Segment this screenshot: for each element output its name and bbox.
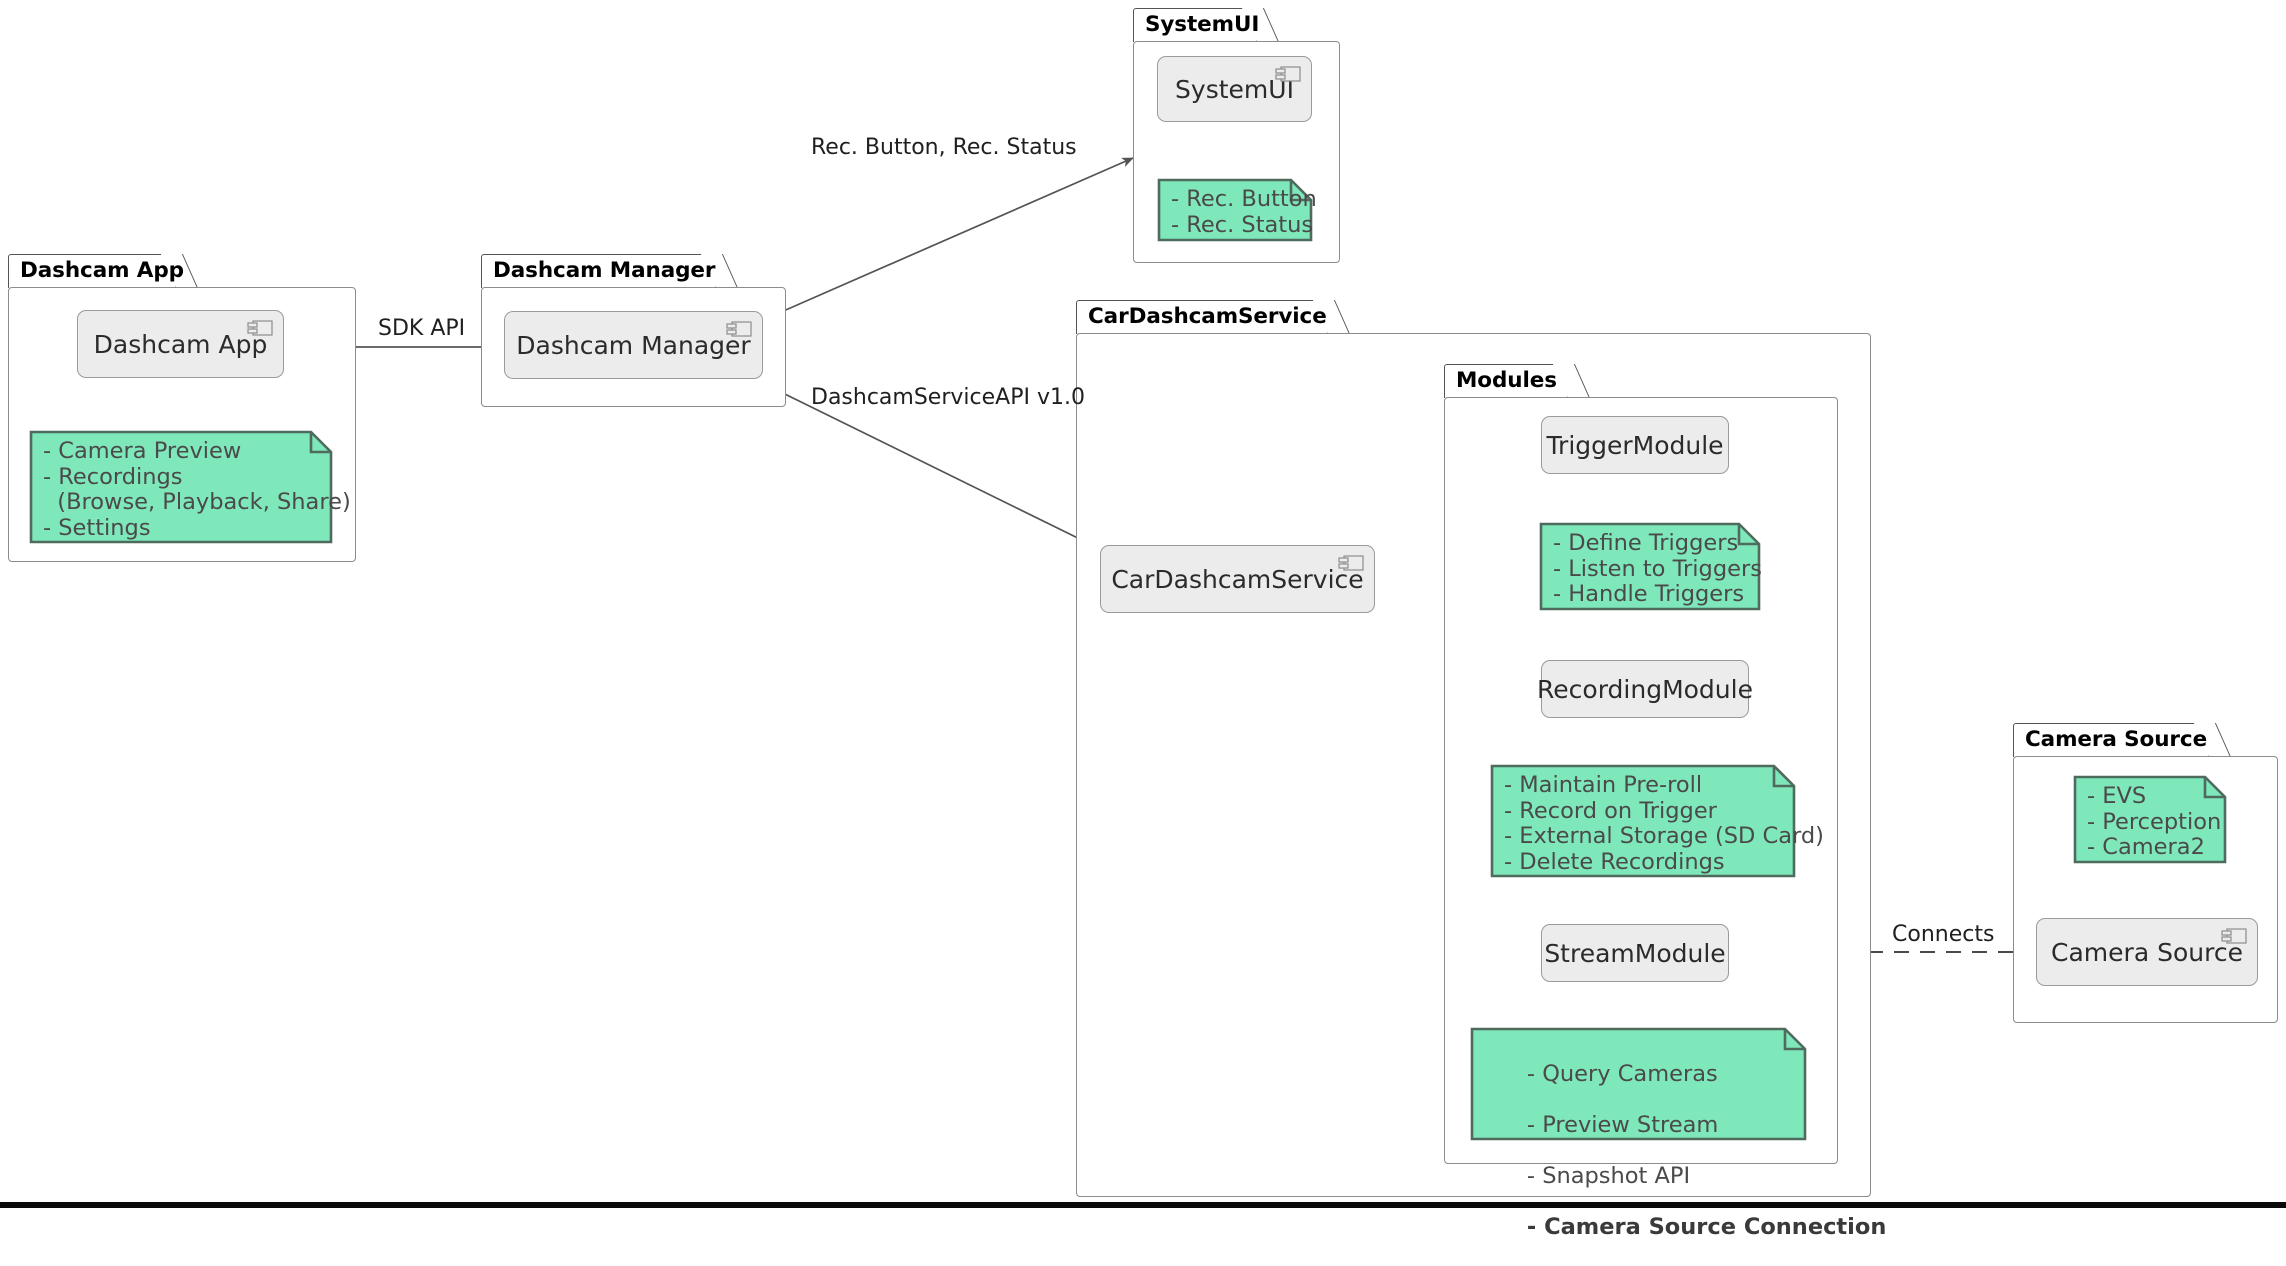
note-text: - Camera Preview - Recordings (Browse, P… bbox=[43, 438, 351, 541]
edge-label-connects: Connects bbox=[1892, 922, 1995, 947]
note-text: - Rec. Button - Rec. Status bbox=[1171, 186, 1317, 238]
component-icon bbox=[1338, 555, 1364, 571]
note-camera-source: - EVS - Perception - Camera2 bbox=[2073, 775, 2227, 864]
package-tab bbox=[1076, 300, 1328, 334]
note-shape bbox=[1157, 178, 1313, 242]
component-dashcam-app[interactable]: Dashcam App bbox=[77, 310, 284, 378]
note-trigger: - Define Triggers - Listen to Triggers -… bbox=[1539, 522, 1762, 611]
component-icon bbox=[726, 321, 752, 337]
note-shape bbox=[1539, 522, 1761, 611]
module-label: RecordingModule bbox=[1537, 674, 1753, 704]
note-text: - Maintain Pre-roll - Record on Trigger … bbox=[1504, 772, 1824, 875]
note-shape bbox=[29, 430, 333, 544]
component-dashcam-manager[interactable]: Dashcam Manager bbox=[504, 311, 763, 379]
component-icon bbox=[247, 320, 273, 336]
note-shape bbox=[1470, 1027, 1807, 1141]
edge-dashcamserviceapi bbox=[739, 371, 1093, 546]
package-tab bbox=[1444, 364, 1568, 398]
package-tab bbox=[481, 254, 716, 288]
package-title: Dashcam Manager bbox=[493, 258, 716, 283]
package-title: CarDashcamService bbox=[1088, 304, 1327, 329]
edge-rec-button-status bbox=[739, 157, 1134, 331]
note-shape bbox=[2073, 775, 2227, 864]
edge-label-dashcamserviceapi: DashcamServiceAPI v1.0 bbox=[811, 385, 1085, 410]
package-tab bbox=[8, 254, 176, 288]
component-camera-source[interactable]: Camera Source bbox=[2036, 918, 2258, 986]
component-systemui[interactable]: SystemUI bbox=[1157, 56, 1312, 122]
edge-label-rec-button-status: Rec. Button, Rec. Status bbox=[811, 135, 1077, 160]
edge-label-sdk-api: SDK API bbox=[378, 316, 466, 341]
component-label: SystemUI bbox=[1175, 74, 1294, 104]
component-label: Dashcam Manager bbox=[516, 330, 751, 360]
note-recording: - Maintain Pre-roll - Record on Trigger … bbox=[1490, 764, 1824, 878]
package-tab bbox=[2013, 723, 2209, 757]
component-icon bbox=[2221, 928, 2247, 944]
footer-strip bbox=[0, 1202, 2286, 1208]
note-text: - Query Cameras - Preview Stream - Snaps… bbox=[1484, 1036, 1886, 1266]
note-text: - EVS - Perception - Camera2 bbox=[2087, 783, 2222, 861]
note-line: - Preview Stream bbox=[1526, 1111, 1719, 1138]
package-title: Dashcam App bbox=[20, 258, 184, 283]
package-title: Camera Source bbox=[2025, 727, 2208, 752]
package-title: SystemUI bbox=[1145, 12, 1260, 37]
component-cardashcamservice[interactable]: CarDashcamService bbox=[1100, 545, 1375, 613]
note-systemui: - Rec. Button - Rec. Status bbox=[1157, 178, 1317, 242]
module-triggermodule[interactable]: TriggerModule bbox=[1541, 416, 1729, 474]
note-line: - Snapshot API bbox=[1526, 1162, 1691, 1189]
component-label: Dashcam App bbox=[93, 329, 268, 359]
component-icon bbox=[1275, 66, 1301, 82]
module-recordingmodule[interactable]: RecordingModule bbox=[1537, 660, 1753, 718]
component-label: Camera Source bbox=[2051, 937, 2243, 967]
note-shape bbox=[1490, 764, 1796, 878]
component-label: CarDashcamService bbox=[1111, 564, 1364, 594]
diagram-canvas: Dashcam App Dashcam App - Camera Preview… bbox=[0, 8, 2286, 1240]
module-streammodule[interactable]: StreamModule bbox=[1541, 924, 1729, 982]
package-title: Modules bbox=[1456, 368, 1557, 393]
note-stream: - Query Cameras - Preview Stream - Snaps… bbox=[1470, 1027, 1886, 1240]
note-line-bold: - Camera Source Connection bbox=[1526, 1214, 1887, 1241]
note-line: - Query Cameras bbox=[1526, 1060, 1718, 1087]
module-label: StreamModule bbox=[1544, 938, 1726, 968]
note-text: - Define Triggers - Listen to Triggers -… bbox=[1553, 530, 1762, 608]
module-label: TriggerModule bbox=[1546, 430, 1724, 460]
note-dashcam-app: - Camera Preview - Recordings (Browse, P… bbox=[29, 430, 351, 544]
